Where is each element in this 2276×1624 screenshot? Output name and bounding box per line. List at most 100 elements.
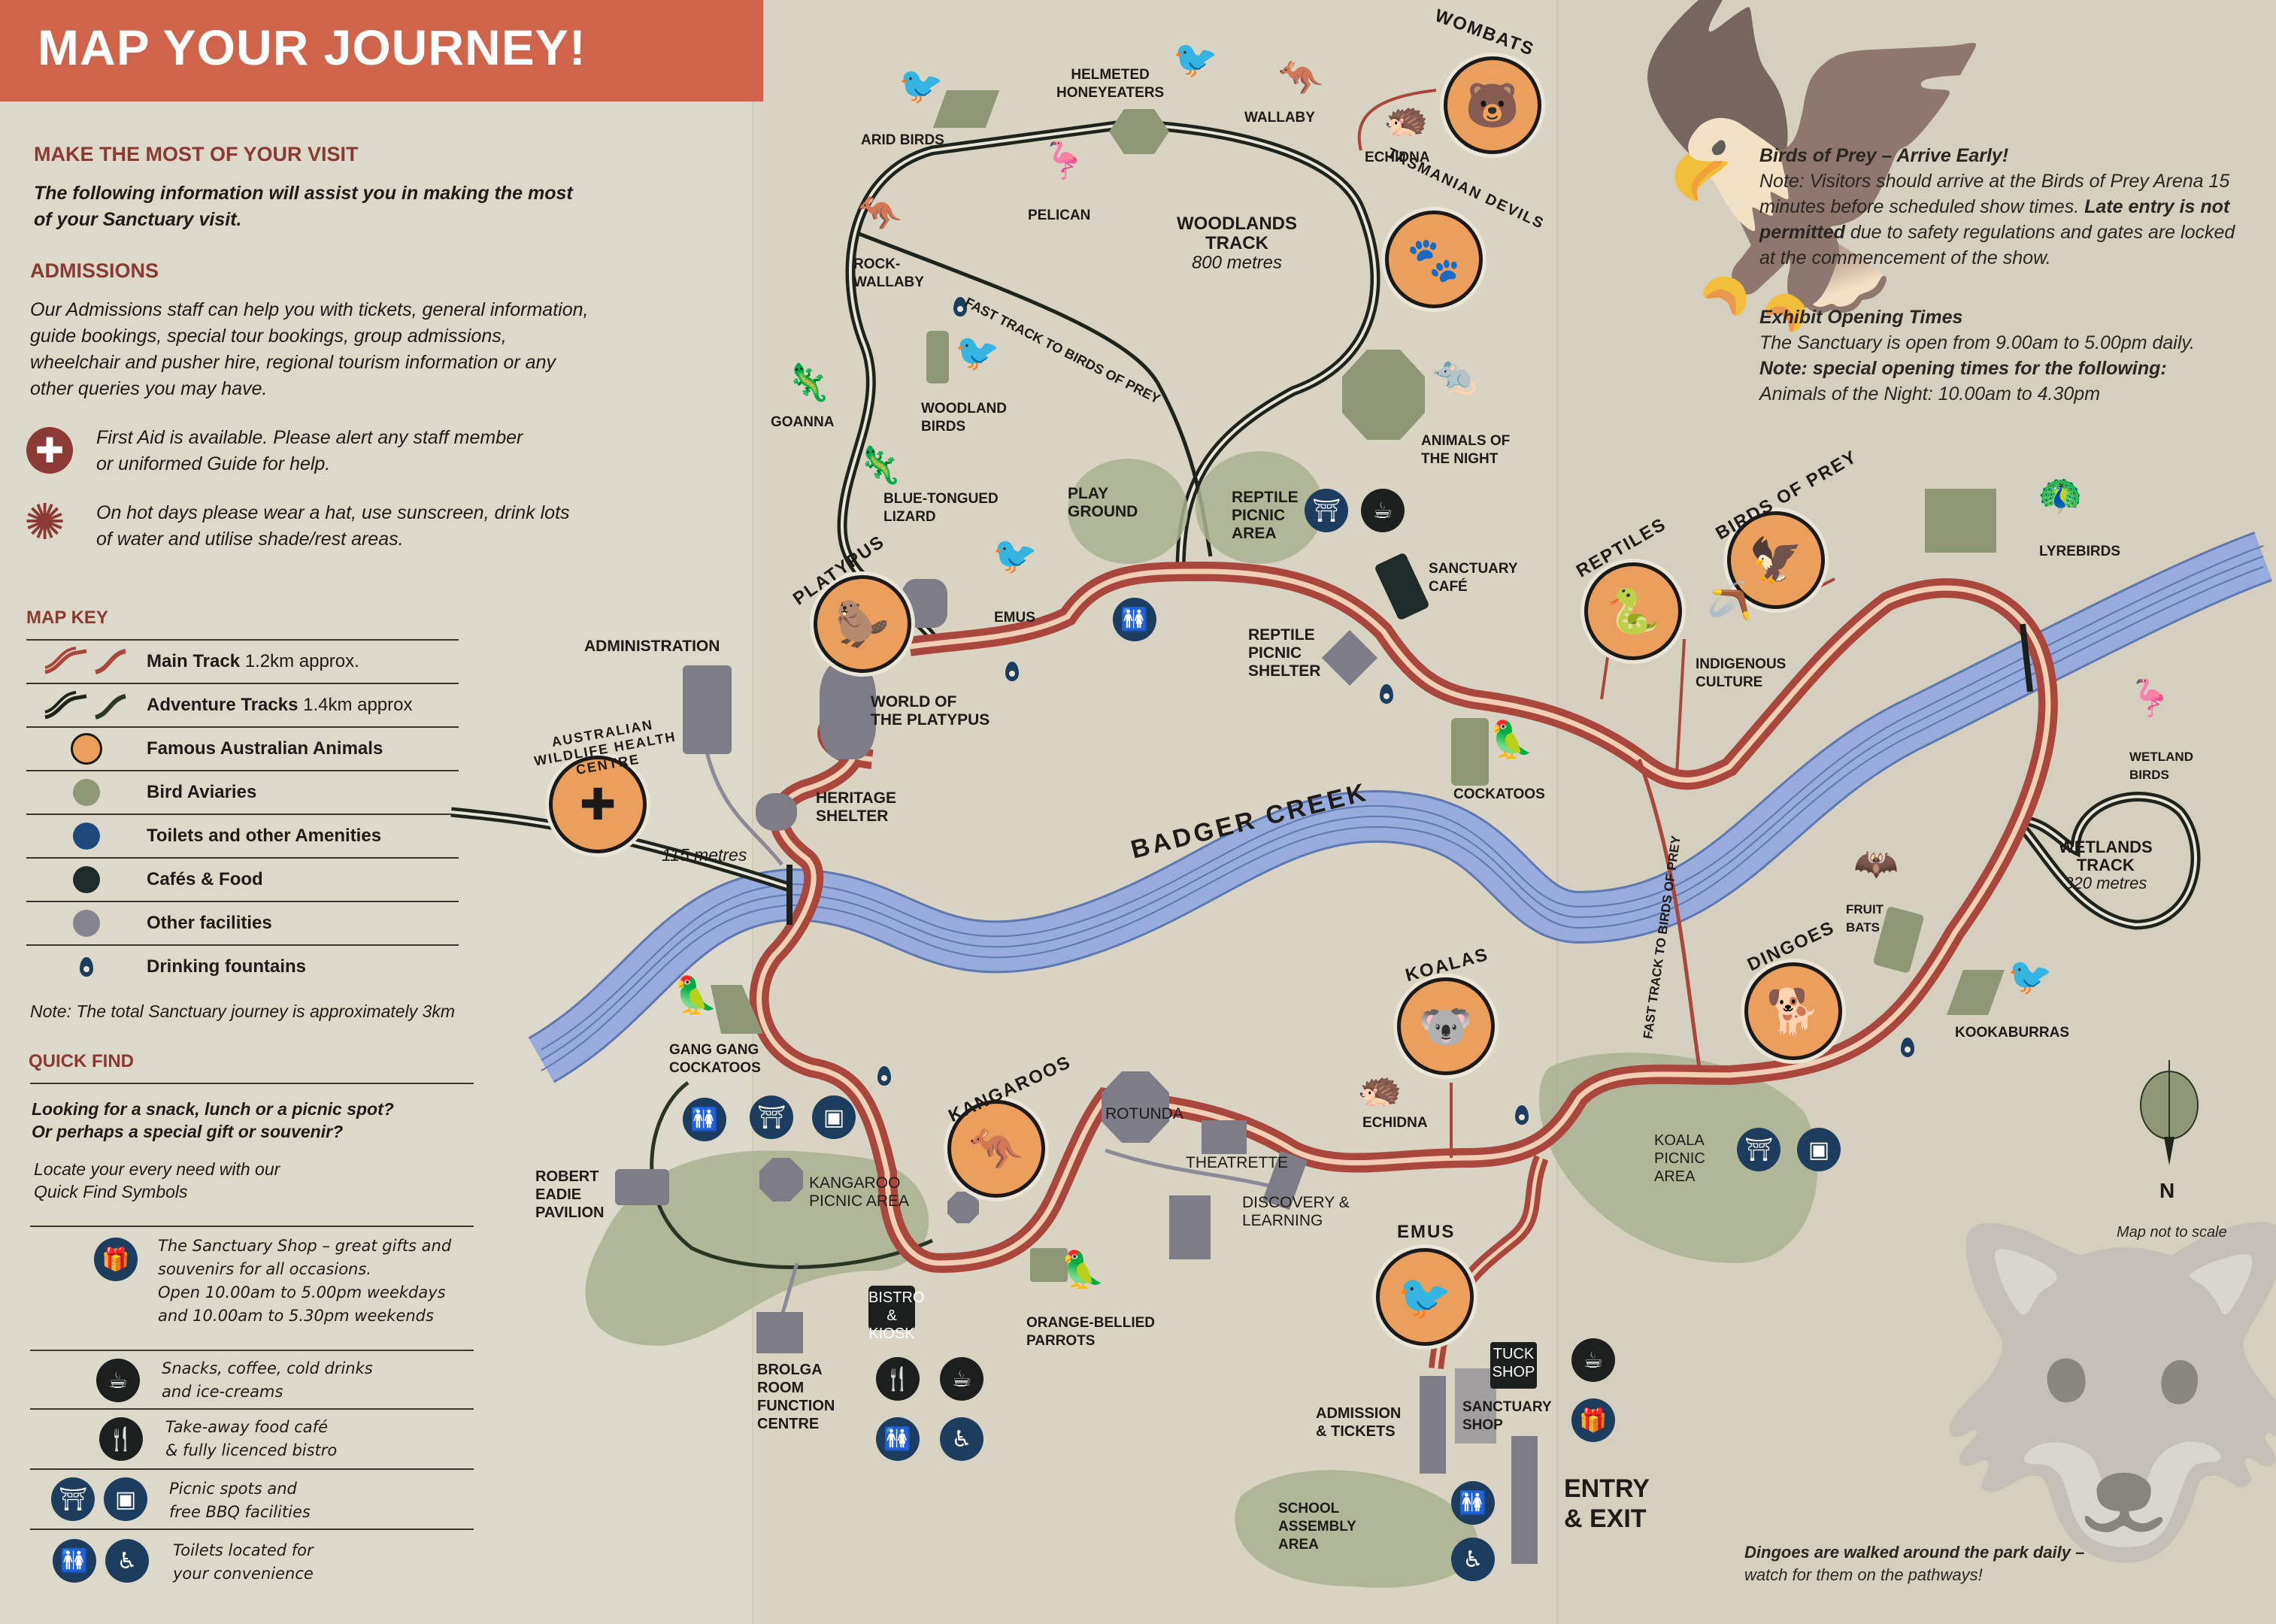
dingoes-exhibit-icon[interactable]: 🐕: [1744, 962, 1842, 1060]
key-row-other-facilities: Other facilities: [26, 901, 459, 944]
health-centre-icon[interactable]: ✚: [549, 756, 647, 853]
emus-small-label: EMUS: [994, 610, 1035, 626]
amenity-dot-icon: [73, 823, 100, 850]
quick-find-bistro: 🍴 Take-away food café& fully licenced bi…: [30, 1408, 474, 1470]
bbq-kangaroo-icon[interactable]: ▣: [812, 1095, 856, 1139]
coffee-bistro-icon[interactable]: ☕: [940, 1357, 983, 1401]
coffee-tuck-shop-icon[interactable]: ☕: [1571, 1338, 1615, 1382]
reptiles-exhibit-icon[interactable]: 🐍: [1584, 562, 1682, 660]
parrot-icon: 🦜: [1060, 1249, 1105, 1291]
key-row-adventure-tracks: Adventure Tracks 1.4km approx: [26, 683, 459, 726]
coffee-cup-icon: ☕: [96, 1359, 140, 1402]
honeyeater-icon: 🐦: [1173, 38, 1218, 80]
platypus-exhibit-icon[interactable]: 🦫: [814, 575, 911, 673]
pelican-label: PELICAN: [1028, 208, 1091, 223]
tasmanian-devils-exhibit-icon[interactable]: 🐾: [1385, 211, 1483, 308]
arid-bird-icon: 🐦: [899, 65, 944, 107]
key-row-bird-aviaries: Bird Aviaries: [26, 770, 459, 814]
main-track-icon: [26, 647, 147, 677]
drinking-fountain-icon: [1515, 1105, 1529, 1125]
picnic-table-koala-icon[interactable]: ⛩: [1737, 1128, 1780, 1171]
knife-fork-map-icon[interactable]: 🍴: [876, 1357, 920, 1401]
aviary-dot-icon: [73, 779, 100, 806]
toilets-icon: 🚻: [53, 1539, 96, 1583]
gift-shop-icon[interactable]: 🎁: [1571, 1398, 1615, 1442]
kangaroos-exhibit-icon[interactable]: 🦘: [947, 1100, 1045, 1198]
bistro-kiosk-building: BISTRO& KIOSK: [868, 1286, 924, 1342]
key-row-famous-animals: Famous Australian Animals: [26, 726, 459, 770]
badger-creek-river: [528, 532, 2272, 1083]
helmeted-honeyeaters-aviary: [1109, 109, 1169, 154]
kookaburra-icon: 🐦: [2008, 956, 2053, 998]
theatrette-label: THEATRETTE: [1186, 1154, 1289, 1171]
wheelchair-bistro-icon[interactable]: ♿: [940, 1417, 983, 1461]
discovery-learning-label: DISCOVERY &LEARNING: [1242, 1194, 1350, 1229]
facility-dot-icon: [73, 910, 100, 937]
birds-of-prey-note: Birds of Prey – Arrive Early! Note: Visi…: [1759, 145, 2235, 268]
toilets-kangaroo-icon[interactable]: 🚻: [683, 1098, 726, 1141]
small-shelter: [947, 1192, 979, 1223]
rock-wallaby-icon: 🦘: [857, 192, 902, 235]
lyrebirds-label: LYREBIRDS: [2039, 544, 2121, 559]
birds-of-prey-exhibit-icon[interactable]: 🦅: [1727, 511, 1825, 609]
play-ground-area: [1068, 459, 1188, 564]
cafe-dot-icon: [73, 866, 100, 893]
echidna-small-icon: 🦔: [1357, 1068, 1402, 1110]
toilets-bistro-icon[interactable]: 🚻: [876, 1417, 920, 1461]
wetland-bird-icon: 🦩: [2128, 677, 2173, 720]
echidna-icon: 🦔: [1383, 98, 1429, 141]
adventure-track-icon: [26, 690, 147, 720]
picnic-table-kangaroo-icon[interactable]: ⛩: [750, 1095, 793, 1139]
administration-building: [683, 665, 732, 754]
robert-eadie-pavilion: [615, 1169, 669, 1205]
emu-small-icon: 🐦: [993, 535, 1038, 577]
wallaby-icon: 🦘: [1278, 57, 1323, 99]
admission-tickets-building: [1420, 1376, 1446, 1474]
quick-find-heading: QUICK FIND: [29, 1051, 134, 1071]
woodland-birds-aviary: [926, 331, 949, 383]
toilets-entry-icon[interactable]: 🚻: [1451, 1481, 1495, 1525]
wheelchair-entry-icon[interactable]: ♿: [1451, 1538, 1495, 1581]
kookaburras-label: KOOKABURRAS: [1955, 1025, 2069, 1041]
kangaroo-picnic-shelter: [759, 1158, 803, 1201]
emus-exhibit-icon[interactable]: 🐦: [1376, 1248, 1474, 1346]
school-assembly-blob: [1235, 1470, 1478, 1588]
kangaroo-picnic-area-blob: [585, 1150, 929, 1346]
toilets-map-icon[interactable]: 🚻: [1113, 598, 1156, 641]
title-banner: MAP YOUR JOURNEY!: [0, 0, 763, 102]
admissions-text: Our Admissions staff can help you with t…: [30, 299, 589, 399]
page-title: MAP YOUR JOURNEY!: [38, 20, 586, 75]
drinking-fountain-icon: [1901, 1038, 1914, 1057]
koalas-exhibit-icon[interactable]: 🐨: [1397, 977, 1495, 1075]
drinking-fountain-icon: [953, 297, 967, 317]
cockatoos-aviary: [1451, 718, 1489, 786]
key-row-toilets: Toilets and other Amenities: [26, 814, 459, 857]
bbq-koala-icon[interactable]: ▣: [1797, 1128, 1841, 1171]
coffee-map-icon[interactable]: ☕: [1361, 489, 1405, 532]
rotunda-building: [1102, 1071, 1169, 1143]
admissions-heading: ADMISSIONS: [30, 259, 159, 282]
koala-picnic-area-blob: [1538, 1053, 1818, 1263]
picnic-table-icon: ⛩: [51, 1477, 95, 1521]
picnic-table-map-icon[interactable]: ⛩: [1305, 489, 1348, 532]
dingo-walk-note: Dingoes are walked around the park daily…: [1744, 1543, 2085, 1584]
reptile-picnic-area: [1196, 451, 1323, 564]
wombats-exhibit-icon[interactable]: 🐻: [1444, 56, 1541, 154]
